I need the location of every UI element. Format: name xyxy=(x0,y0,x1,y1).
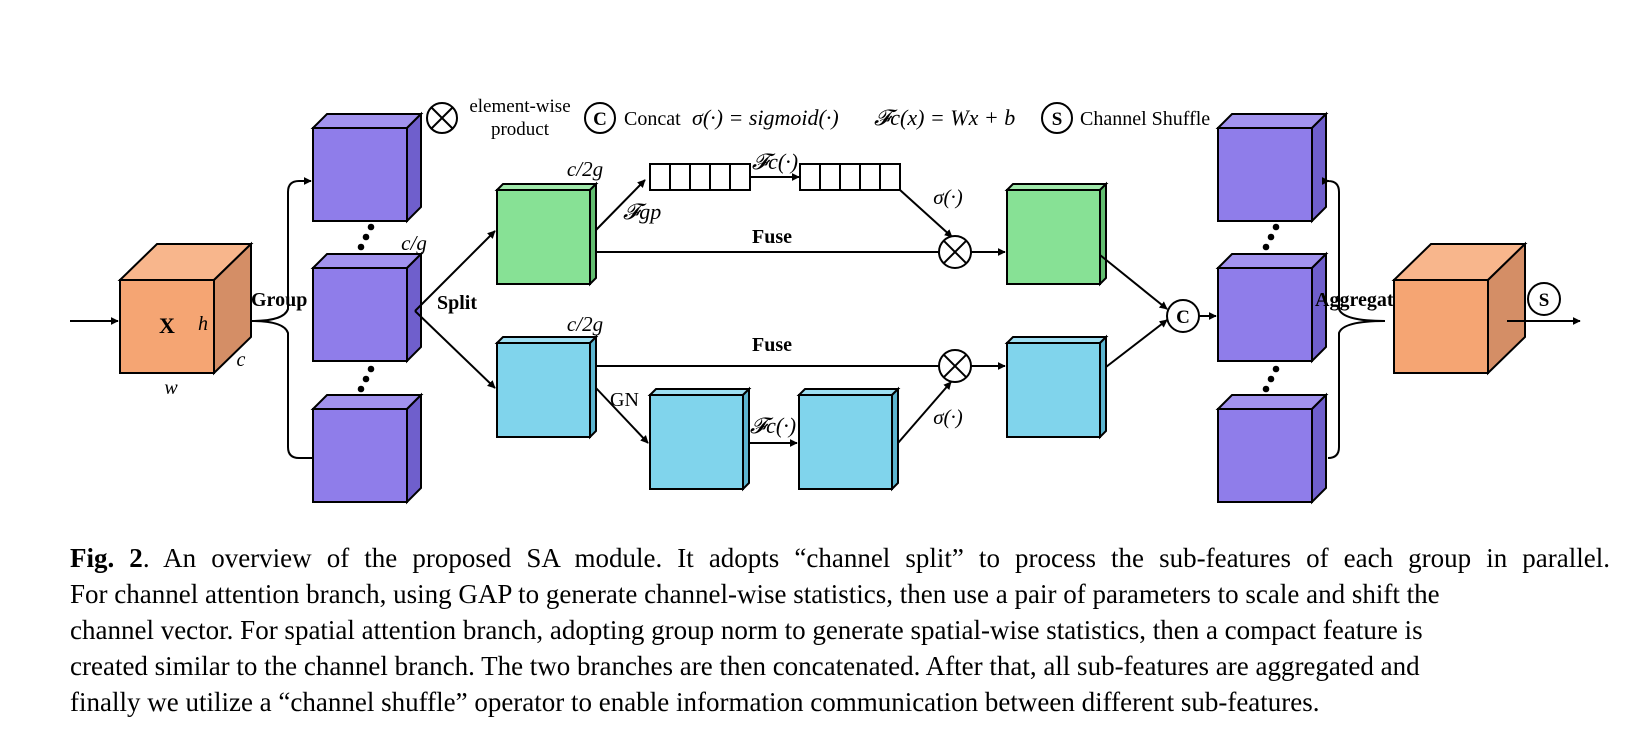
input-width-label: w xyxy=(164,377,178,399)
half-channels-label-top: c/2g xyxy=(567,157,603,181)
legend: element-wise product C Concat σ(·) = sig… xyxy=(426,96,1210,140)
aggregate-cube-bottom xyxy=(1215,392,1329,505)
group-cube-top xyxy=(310,111,424,224)
shuffle-node-symbol: S xyxy=(1539,290,1550,311)
half-channels-label-bottom: c/2g xyxy=(567,312,603,336)
caption-line-3: channel vector. For spatial attention br… xyxy=(70,615,1423,645)
aggregate-brace-lower xyxy=(1327,320,1386,459)
fuse-label-top: Fuse xyxy=(752,226,792,248)
caption-line-4: created similar to the channel branch. T… xyxy=(70,651,1420,681)
split-label: Split xyxy=(437,292,477,314)
caption-line-1: Fig. 2. An overview of the proposed SA m… xyxy=(70,540,1610,576)
aggregate-cube-middle xyxy=(1215,251,1329,364)
fc-label-bottom: 𝓕c(·) xyxy=(750,413,796,438)
shuffle-node-icon: S xyxy=(1527,282,1561,316)
fuse-label-bottom: Fuse xyxy=(752,334,792,356)
element-wise-product-icon xyxy=(426,102,458,134)
legend-shuffle-label: Channel Shuffle xyxy=(1080,108,1210,130)
input-channels-label: c xyxy=(237,349,246,371)
output-feature-cube xyxy=(1391,241,1528,376)
sa-module-diagram: element-wise product C Concat σ(·) = sig… xyxy=(70,96,1581,505)
aggregate-brace-upper xyxy=(1321,177,1386,322)
legend-fc-definition: 𝓕c(x) = Wx + b xyxy=(874,105,1015,130)
group-label: Group xyxy=(251,289,307,311)
legend-concat-symbol: C xyxy=(593,109,607,130)
group-brace-upper xyxy=(251,177,312,322)
concat-icon: C xyxy=(584,102,616,134)
legend-concat-label: Concat xyxy=(624,108,681,130)
concat-node-icon: C xyxy=(1166,299,1200,333)
concat-arrow-from-channel xyxy=(1099,254,1168,310)
caption-line-1-text: . An overview of the proposed SA module.… xyxy=(142,543,1610,573)
caption-line-5: finally we utilize a “channel shuffle” o… xyxy=(70,687,1320,717)
multiply-node-top-icon xyxy=(938,235,972,269)
figure-label: Fig. 2 xyxy=(70,543,143,573)
aggregate-label: Aggregate xyxy=(1315,289,1402,311)
legend-product-label-line2: product xyxy=(491,119,550,140)
group-cube-bottom xyxy=(310,392,424,505)
vertical-ellipsis-dots xyxy=(1262,223,1280,251)
gap-op-label: 𝓕gp xyxy=(623,199,661,224)
sigmoid-arrow-top xyxy=(899,189,953,238)
channel-branch-output-cube xyxy=(1004,181,1109,287)
channel-shuffle-icon: S xyxy=(1041,102,1073,134)
group-cube-middle xyxy=(310,251,424,364)
fc-label-top: 𝓕c(·) xyxy=(752,149,798,174)
legend-sigma-definition: σ(·) = sigmoid(·) xyxy=(692,105,839,130)
sigmoid-label-top: σ(·) xyxy=(933,185,963,209)
spatial-branch-output-cube xyxy=(1004,334,1109,440)
group-brace-lower xyxy=(251,320,312,459)
aggregate-cube-top xyxy=(1215,111,1329,224)
legend-shuffle-symbol: S xyxy=(1052,109,1063,130)
multiply-node-bottom-icon xyxy=(938,349,972,383)
input-height-label: h xyxy=(198,313,208,335)
channel-branch-input-cube xyxy=(494,181,599,287)
input-feature-cube xyxy=(117,241,254,376)
spatial-normalized-cube xyxy=(647,386,752,492)
gn-arrow xyxy=(595,387,649,444)
legend-product-label-line1: element-wise xyxy=(469,96,570,117)
sigmoid-label-bottom: σ(·) xyxy=(933,405,963,429)
concat-arrow-from-spatial xyxy=(1105,319,1168,368)
caption-line-2: For channel attention branch, using GAP … xyxy=(70,579,1440,609)
vertical-ellipsis-dots xyxy=(357,365,375,393)
spatial-branch-input-cube xyxy=(494,334,599,440)
channel-vector-scaled xyxy=(799,163,901,191)
sigmoid-arrow-bottom xyxy=(897,381,952,444)
vertical-ellipsis-dots xyxy=(357,223,375,251)
gap-arrow xyxy=(595,179,646,231)
spatial-transformed-cube xyxy=(796,386,901,492)
input-name-label: X xyxy=(159,313,175,338)
figure-caption: Fig. 2. An overview of the proposed SA m… xyxy=(70,540,1610,720)
channel-vector-gap xyxy=(649,163,751,191)
group-channels-label: c/g xyxy=(401,231,427,255)
vertical-ellipsis-dots xyxy=(1262,365,1280,393)
split-arrow-down xyxy=(414,310,496,389)
concat-node-symbol: C xyxy=(1176,307,1190,328)
gn-label: GN xyxy=(610,389,639,411)
split-arrow-up xyxy=(414,230,496,312)
